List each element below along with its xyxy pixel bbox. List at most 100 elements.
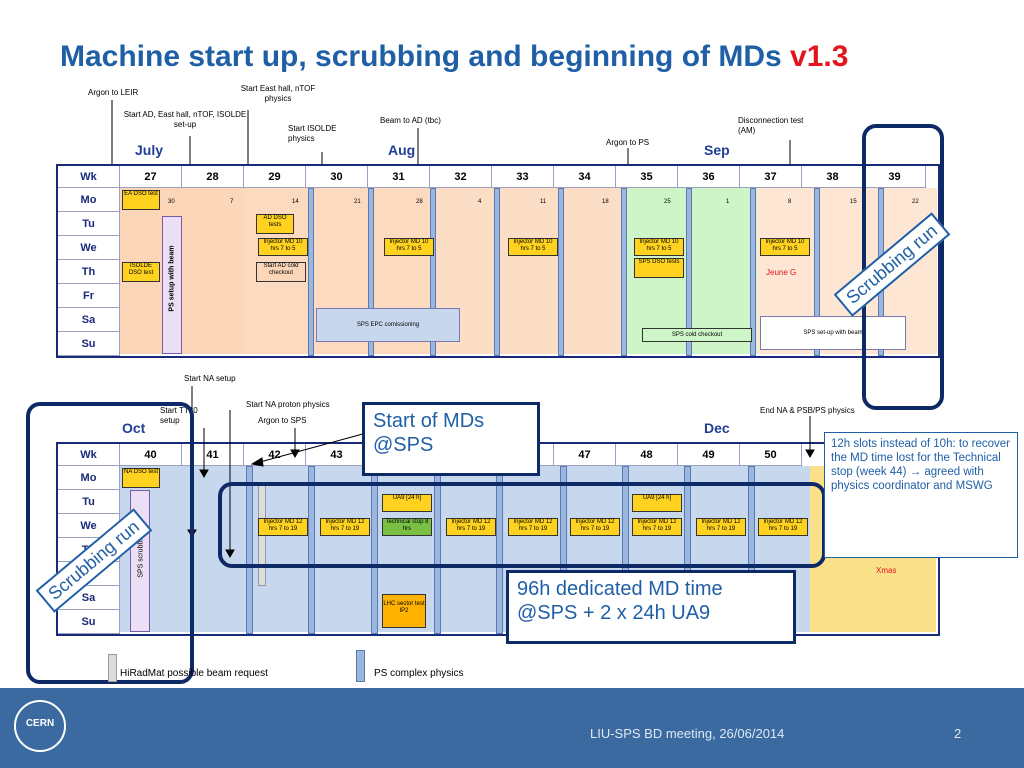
event-isolde-dso: ISOLDE DSO test [122, 262, 160, 282]
week-header: 30 [306, 166, 368, 188]
title-version: v1.3 [790, 40, 849, 73]
week-header: 31 [368, 166, 430, 188]
ps-physics-bar [368, 188, 374, 356]
legend-ps-complex: PS complex physics [374, 668, 464, 679]
date-label: 28 [416, 199, 423, 205]
footer-bar: CERN LIU-SPS BD meeting, 26/06/2014 2 [0, 688, 1024, 768]
annotation-start-east-hall: Start East hall, nTOF physics [240, 84, 316, 103]
week-header: 43 [306, 444, 368, 466]
day-label: Su [58, 610, 120, 634]
date-label: 8 [788, 199, 792, 205]
day-label: We [58, 236, 120, 260]
annotation-start-na: Start NA setup [184, 374, 236, 383]
note-12h-slots: 12h slots instead of 10h: to recover the… [824, 432, 1018, 558]
md-box [218, 482, 826, 568]
event-injector-md-b2: Injector MD 12 hrs 7 to 19 [320, 518, 370, 536]
week-header: 41 [182, 444, 244, 466]
day-label: Su [58, 332, 120, 356]
event-sps-epc: SPS EPC comissioning [316, 308, 460, 342]
event-sps-setup: SPS set-up with beam [760, 316, 906, 350]
month-july: July [135, 142, 164, 158]
week-header: 50 [740, 444, 802, 466]
day-label: Th [58, 260, 120, 284]
annotation-argon-ps: Argon to PS [606, 138, 650, 147]
ps-physics-bar [750, 188, 756, 356]
week-header: 34 [554, 166, 616, 188]
date-label: 7 [230, 199, 234, 205]
annotation-end-na: End NA & PSB/PS physics [760, 406, 855, 415]
date-label: 4 [478, 199, 482, 205]
date-label: 14 [292, 199, 299, 205]
week-header: 38 [802, 166, 864, 188]
event-injector-md-b1: Injector MD 12 hrs 7 to 19 [258, 518, 308, 536]
ps-physics-bar [621, 188, 627, 356]
week-header: 48 [616, 444, 678, 466]
date-label: 11 [540, 199, 547, 205]
month-sep: Sep [704, 142, 730, 158]
scrubbing-box-right [862, 124, 944, 410]
event-technical-stop: Technical stop 8 hrs [382, 518, 432, 536]
event-injector-md-37: Injector MD 10 hrs 7 to 5 [760, 238, 810, 256]
week-header: 33 [492, 166, 554, 188]
event-injector-md-33: Injector MD 10 hrs 7 to 5 [508, 238, 558, 256]
ps-physics-bar [814, 188, 820, 356]
event-sps-cold: SPS cold checkout [642, 328, 752, 342]
ps-physics-bar [430, 188, 436, 356]
event-injector-md-b3: Injector MD 12 hrs 7 to 19 [446, 518, 496, 536]
wk-label: Wk [58, 166, 120, 188]
date-label: 15 [850, 199, 857, 205]
annotation-argon-sps: Argon to SPS [258, 416, 307, 425]
date-label: 25 [664, 199, 671, 205]
event-ua9-1: UA9 [24 h] [382, 494, 432, 512]
day-label: Tu [58, 212, 120, 236]
week-header: 39 [864, 166, 926, 188]
annotation-start-ad: Start AD, East hall, nTOF, ISOLDE set-up [123, 110, 247, 129]
date-label: 22 [912, 199, 919, 205]
annotation-argon-leir: Argon to LEIR [88, 88, 139, 97]
event-injector-md-29: Injector MD 10 hrs 7 to 5 [258, 238, 308, 256]
annotation-start-isolde: Start ISOLDE physics [288, 124, 337, 143]
ps-physics-bar [494, 188, 500, 356]
event-injector-md-b4: Injector MD 12 hrs 7 to 19 [508, 518, 558, 536]
ps-physics-bar [558, 188, 564, 356]
month-aug: Aug [388, 142, 416, 158]
week-header: 27 [120, 166, 182, 188]
cern-logo-text: CERN [25, 718, 55, 729]
week-header: 40 [120, 444, 182, 466]
ps-physics-bar [308, 188, 314, 356]
month-dec: Dec [704, 420, 730, 436]
event-xmas: Xmas [876, 566, 897, 575]
week-header: 29 [244, 166, 306, 188]
callout-dedicated-md: 96h dedicated MD time @SPS + 2 x 24h UA9 [506, 570, 796, 644]
event-injector-md-b8: Injector MD 12 hrs 7 to 19 [758, 518, 808, 536]
event-start-ad-cold: Start AD cold checkout [256, 262, 306, 282]
week-header: 28 [182, 166, 244, 188]
scrubbing-box-left [26, 402, 194, 684]
event-na-dso: NA DSO test [122, 468, 160, 488]
week-header: 47 [554, 444, 616, 466]
ps-setup-label: PS setup with beam [168, 245, 176, 312]
week-header: 32 [430, 166, 492, 188]
week-header: 37 [740, 166, 802, 188]
annotation-start-tt20: Start TT20 setup [160, 406, 198, 425]
day-label: Tu [58, 490, 120, 514]
week-header: 36 [678, 166, 740, 188]
legend-ps-swatch [356, 650, 365, 682]
annotation-disconnection: Disconnection test (AM) [738, 116, 804, 135]
ps-physics-bar [246, 466, 253, 634]
date-label: 21 [354, 199, 361, 205]
event-injector-md-35: Injector MD 10 hrs 7 to 5 [634, 238, 684, 256]
date-label: 1 [726, 199, 730, 205]
annotation-beam-to-ad: Beam to AD (tbc) [380, 116, 441, 125]
day-label: We [58, 514, 120, 538]
day-label: Mo [58, 188, 120, 212]
event-injector-md-b7: Injector MD 12 hrs 7 to 19 [696, 518, 746, 536]
legend-hiradmat: HiRadMat possible beam request [120, 668, 268, 679]
page-title: Machine start up, scrubbing and beginnin… [60, 40, 848, 74]
date-label: 30 [168, 199, 175, 205]
event-injector-md-31: Injector MD 10 hrs 7 to 5 [384, 238, 434, 256]
event-ua9-2: UA9 [24 h] [632, 494, 682, 512]
event-injector-md-b6: Injector MD 12 hrs 7 to 19 [632, 518, 682, 536]
ps-setup-bar: PS setup with beam [162, 216, 182, 354]
